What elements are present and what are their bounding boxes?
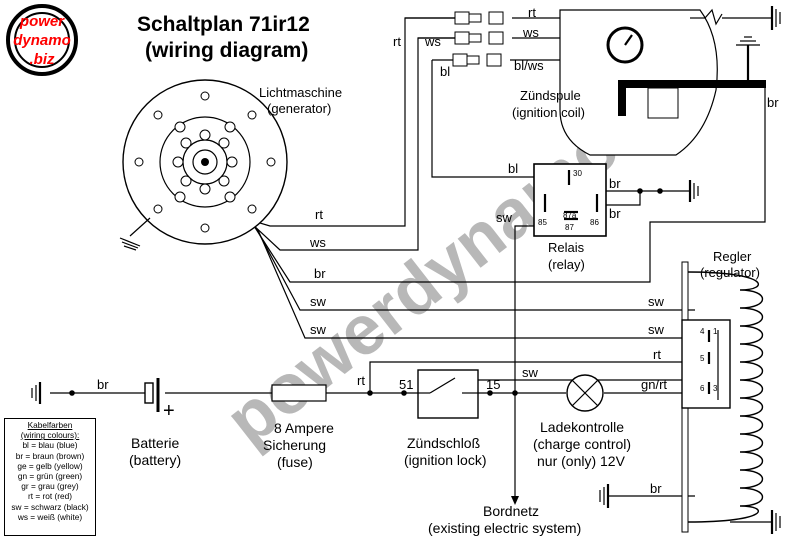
legend-entry: rt = rot (red) [27, 491, 73, 502]
battery-label: Batterie [131, 435, 179, 451]
wire-label-relay-bl: bl [508, 161, 518, 176]
wire-label-gen-br: br [314, 266, 326, 281]
wire-label-coil-br: br [767, 95, 779, 110]
regulator [681, 261, 763, 533]
battery [144, 378, 160, 412]
legend-subtitle: (wiring colours): [20, 430, 80, 441]
legend-entry: gr = grau (grey) [21, 481, 79, 492]
relay [528, 163, 607, 237]
legend-entry: ge = gelb (yellow) [17, 460, 83, 471]
relay-pin85: 85 [538, 218, 547, 227]
ignition-lock-pin15: 15 [486, 377, 500, 392]
coil-sublabel: (ignition coil) [512, 105, 585, 120]
bottom-ground-icon [599, 484, 610, 508]
wire-label-coil-bl-ws: bl/ws [514, 58, 544, 73]
legend-entry: br = braun (brown) [15, 450, 85, 461]
wire-label-relay-br-bottom: br [609, 206, 621, 221]
title-line2: (wiring diagram) [145, 39, 308, 62]
wire-label-left-bl: bl [440, 64, 450, 79]
wire-label-bat-br: br [97, 377, 109, 392]
relay-label: Relais [548, 240, 585, 255]
generator [122, 79, 288, 245]
connector-plugs [405, 11, 504, 67]
wire-label-gnd-br: br [650, 481, 662, 496]
ignition-lock-pin51: 51 [399, 377, 413, 392]
relay-pin87: 87 [565, 223, 574, 232]
charge-control-sublabel1: (charge control) [533, 436, 631, 452]
wire-label-gen-rt: rt [315, 207, 323, 222]
logo-line2: dynamo [13, 32, 71, 49]
regulator-pin4: 4 [700, 327, 705, 336]
regulator-pin1: 1 [713, 327, 718, 336]
battery-plus: + [163, 400, 175, 422]
charge-control-sublabel2: nur (only) 12V [537, 453, 626, 469]
legend-entry: ws = weiß (white) [17, 511, 83, 522]
relay-sublabel: (relay) [548, 257, 585, 272]
wire-colour-legend: Kabelfarben (wiring colours): bl = blau … [4, 418, 96, 536]
charge-control-label: Ladekontrolle [540, 419, 624, 435]
regulator-pin5: 5 [700, 354, 705, 363]
wire-label-reg-gnrt: gn/rt [641, 377, 667, 392]
fuse-sublabel1: Sicherung [263, 437, 326, 453]
wire-label-left-rt: rt [393, 34, 401, 49]
regulator-pin6: 6 [700, 384, 705, 393]
wire-label-reg-rt: rt [653, 347, 661, 362]
wire-label-reg-sw2: sw [648, 322, 665, 337]
logo-line3: .biz [30, 51, 55, 68]
ignition-lock-sublabel: (ignition lock) [404, 452, 486, 468]
wire-label-relay-sw: sw [496, 210, 513, 225]
wire-label-fuse-rt: rt [357, 373, 365, 388]
ignition-lock [417, 369, 479, 419]
wire-label-left-ws: ws [424, 34, 441, 49]
fuse-sublabel2: (fuse) [277, 454, 313, 470]
spark-plug-icon [690, 8, 772, 26]
legend-entry: sw = schwarz (black) [11, 501, 89, 512]
battery-ground-icon [31, 382, 42, 404]
legend-title: Kabelfarben [27, 420, 73, 430]
logo: power dynamo .biz [6, 4, 78, 76]
ground-icon-top-right [770, 6, 781, 30]
bordnetz-arrow [511, 496, 519, 505]
battery-sublabel: (battery) [129, 452, 181, 468]
wire-label-gen-sw1: sw [310, 294, 327, 309]
bordnetz-sublabel: (existing electric system) [428, 520, 581, 536]
logo-line1: power [19, 13, 65, 30]
generator-sublabel: (generator) [267, 101, 331, 116]
wire-label-gen-sw2: sw [310, 322, 327, 337]
wire-label-gen-ws: ws [309, 235, 326, 250]
wire-label-coil-rt: rt [528, 5, 536, 20]
ignition-lock-label: Zündschloß [407, 435, 480, 451]
fuse-label: 8 Ampere [274, 420, 334, 436]
coil-label: Zündspule [520, 88, 581, 103]
charge-control-lamp-icon [566, 374, 604, 412]
relay-ground-icon [688, 180, 699, 202]
fuse [271, 384, 327, 402]
wire-label-reg-sw1: sw [648, 294, 665, 309]
ignition-coil [559, 9, 766, 156]
title-line1: Schaltplan 71ir12 [137, 13, 310, 36]
wire-label-bottom-sw: sw [522, 365, 539, 380]
relay-pin87a: 87a [563, 211, 577, 220]
relay-pin30: 30 [573, 169, 582, 178]
regulator-ground-icon [730, 510, 781, 534]
legend-entry: gn = grün (green) [17, 471, 83, 482]
relay-pin86: 86 [590, 218, 599, 227]
bordnetz-label: Bordnetz [483, 503, 539, 519]
legend-entry: bl = blau (blue) [22, 440, 78, 451]
regulator-pin3: 3 [713, 384, 718, 393]
regulator-label: Regler [713, 249, 752, 264]
regulator-sublabel: (regulator) [700, 265, 760, 280]
generator-ground-icon [119, 217, 151, 251]
generator-label: Lichtmaschine [259, 85, 342, 100]
wires [50, 17, 766, 500]
wire-label-coil-ws: ws [522, 25, 539, 40]
wire-label-relay-br-top: br [609, 176, 621, 191]
